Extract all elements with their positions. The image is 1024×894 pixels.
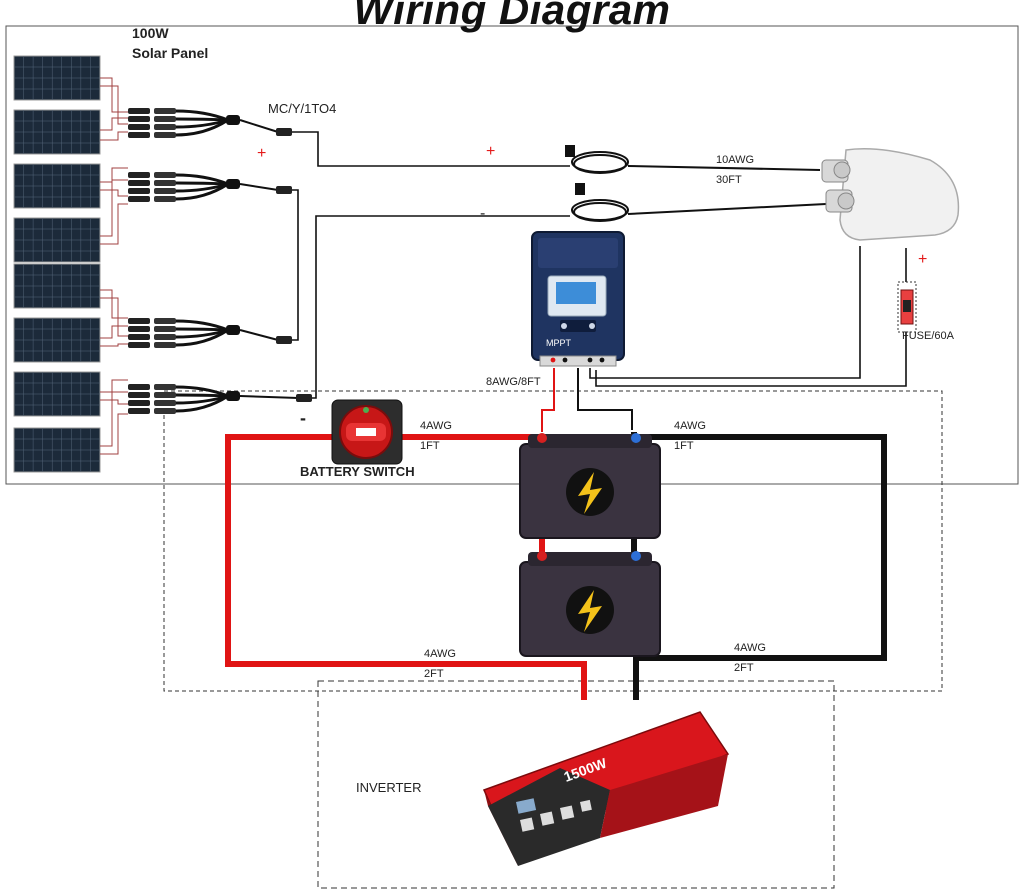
inverter-pos-gauge: 4AWG — [424, 648, 456, 660]
solar-array-frame — [5, 25, 1019, 485]
battery — [519, 551, 661, 657]
gland-down-wires — [589, 246, 907, 387]
diagram-title: Wiring Diagram — [353, 0, 671, 33]
mppt-charge-controller: MPPT — [531, 231, 625, 367]
panel-wattage-label: 100W — [132, 25, 169, 41]
plus-mark-cable: + — [486, 143, 495, 160]
solar-panel — [13, 427, 101, 473]
panel-type-label: Solar Panel — [132, 45, 209, 61]
inverter-frame — [317, 680, 835, 889]
negative-cables — [631, 432, 887, 700]
inverter-neg-length: 2FT — [734, 662, 754, 674]
solar-panel — [13, 263, 101, 309]
controller-brand: MPPT — [546, 338, 572, 348]
fuse-60a — [897, 281, 917, 333]
battery-switch — [331, 399, 403, 465]
switch-cable-gauge: 4AWG — [420, 420, 452, 432]
solar-panel-column — [13, 55, 101, 473]
controller-battery-wires — [541, 368, 633, 432]
battery-switch-label: BATTERY SWITCH — [300, 464, 415, 479]
branch-connector-label: MC/Y/1TO4 — [268, 101, 337, 116]
plus-mark-fuse: + — [918, 251, 927, 268]
solar-panel — [13, 163, 101, 209]
solar-panel — [13, 55, 101, 101]
solar-panel — [13, 109, 101, 155]
battery-bank — [519, 433, 661, 657]
branch-connector — [128, 318, 292, 348]
inverter-pos-length: 2FT — [424, 668, 444, 680]
cable-gauge-label: 10AWG — [716, 154, 755, 166]
branch-connectors — [128, 108, 312, 414]
switch-cable-length: 1FT — [420, 440, 440, 452]
inverter-1500w: 1500W — [482, 711, 730, 866]
array-trunk-wires — [292, 131, 570, 399]
cable-length-label: 30FT — [716, 174, 742, 186]
fuse-label: FUSE/60A — [902, 330, 954, 342]
controller-cable-label: 8AWG/8FT — [486, 376, 541, 388]
extension-cable-coils — [565, 145, 827, 222]
minus-mark-cable: - — [480, 205, 485, 222]
minus-mark-array: - — [300, 408, 306, 428]
battery-neg-gauge: 4AWG — [674, 420, 706, 432]
battery — [519, 433, 661, 539]
plus-mark-array: + — [257, 145, 266, 162]
solar-panel — [13, 317, 101, 363]
panel-interconnect-wires — [100, 77, 128, 455]
inverter-neg-gauge: 4AWG — [734, 642, 766, 654]
branch-connector — [128, 172, 292, 202]
battery-neg-length: 1FT — [674, 440, 694, 452]
solar-panel — [13, 371, 101, 417]
roof-entry-gland — [821, 148, 960, 241]
branch-connector — [128, 384, 312, 414]
branch-connector — [128, 108, 292, 138]
inverter-label: INVERTER — [356, 780, 422, 795]
solar-panel — [13, 217, 101, 263]
